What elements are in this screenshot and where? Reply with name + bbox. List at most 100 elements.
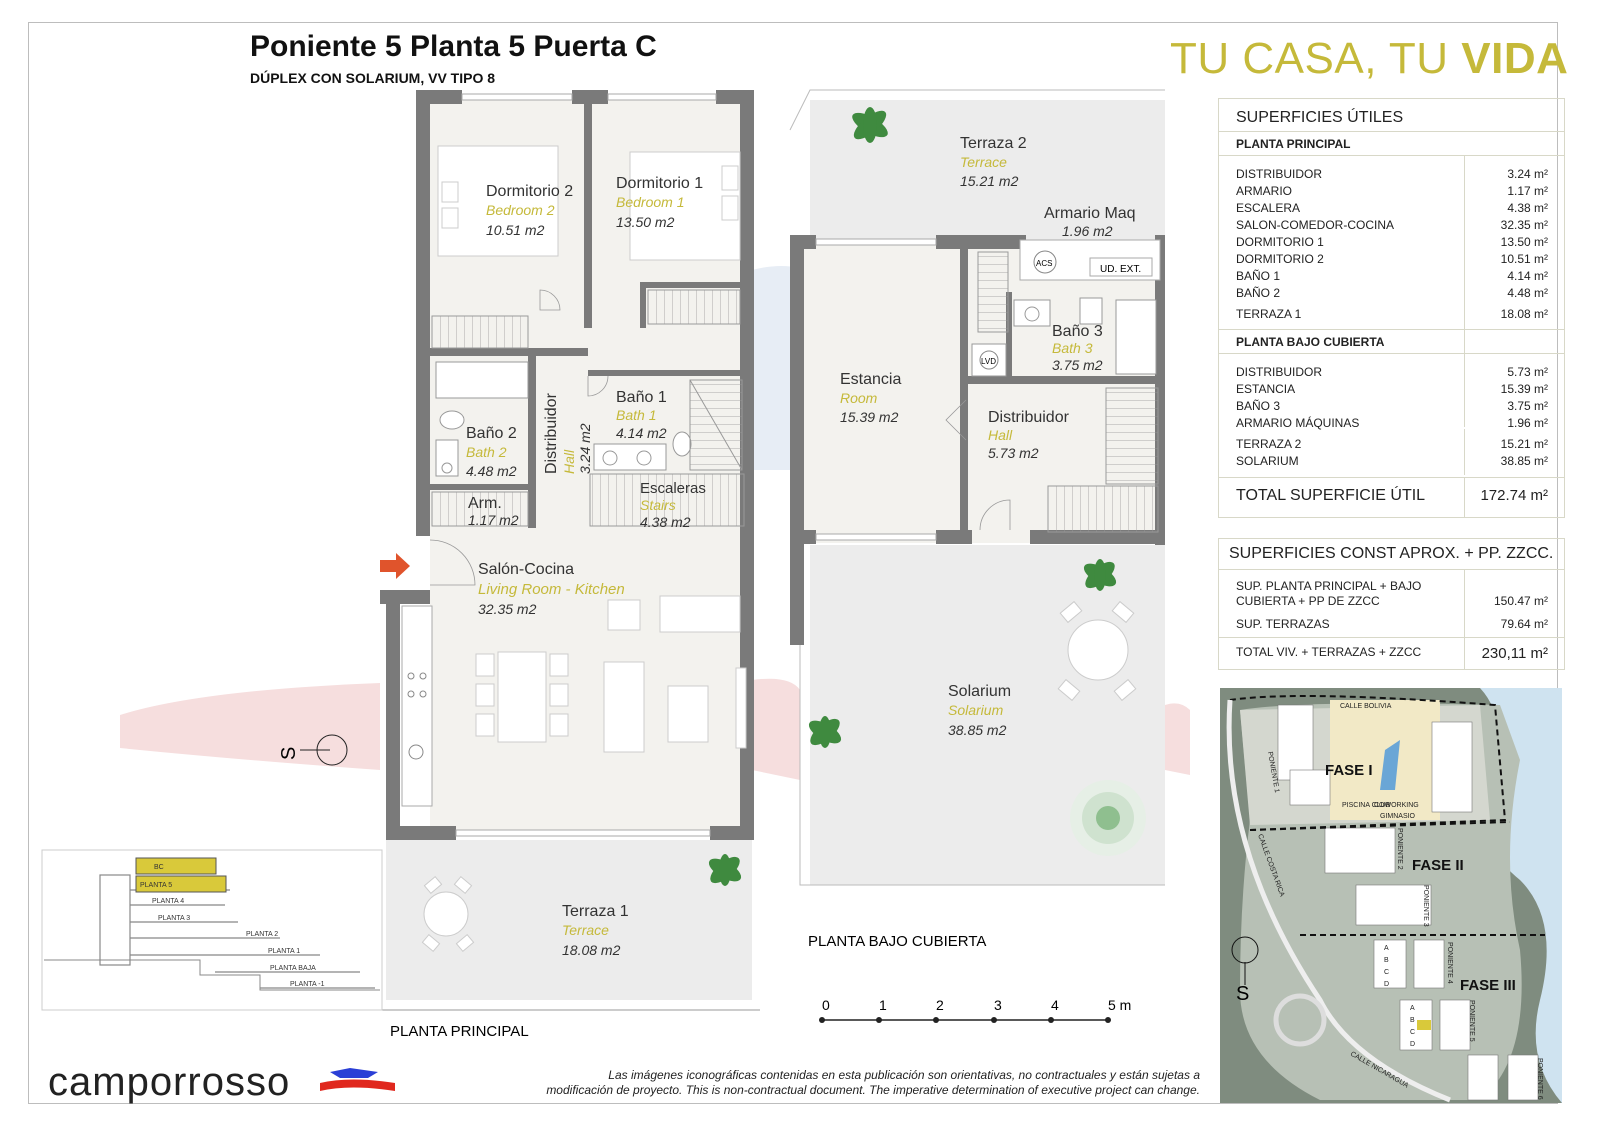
divider — [1219, 329, 1564, 330]
room-bano2-area: 4.48 m2 — [466, 463, 517, 479]
room-bano1-area: 4.14 m2 — [616, 425, 667, 441]
row-label: SUP. TERRAZAS — [1236, 617, 1330, 631]
room-armario-maq-name: Armario Maq — [1044, 205, 1136, 222]
plant-icon — [852, 107, 888, 143]
row-value: 18.08 m² — [1500, 307, 1548, 321]
principal-header: PLANTA PRINCIPAL — [1236, 137, 1351, 151]
room-solarium-name: Solarium — [948, 683, 1011, 700]
site-building-label: PONIENTE 2 — [1396, 828, 1403, 870]
column-divider — [1464, 569, 1465, 669]
total-value: 230,11 m² — [1481, 645, 1548, 662]
site-unit: C — [1410, 1029, 1415, 1036]
room-dorm1-area: 13.50 m2 — [616, 214, 675, 230]
site-unit: D — [1410, 1041, 1415, 1048]
row-label: ESTANCIA — [1236, 382, 1296, 396]
row-label: DISTRIBUIDOR — [1236, 365, 1323, 379]
site-fase-1: FASE I — [1325, 762, 1373, 779]
row-label: ARMARIO — [1236, 184, 1293, 198]
section-floor-label: PLANTA 2 — [246, 931, 278, 938]
site-street-bolivia: CALLE BOLIVIA — [1340, 703, 1392, 710]
total-label: TOTAL VIV. + TERRAZAS + ZZCC — [1236, 645, 1422, 659]
row-value: 3.24 m² — [1507, 167, 1548, 181]
row-value: 4.48 m² — [1507, 286, 1548, 300]
upper-plan-label: PLANTA BAJO CUBIERTA — [808, 933, 986, 950]
divider — [1219, 637, 1564, 638]
kitchen-counter — [401, 605, 433, 807]
scale-bar: 0 1 2 3 4 5 m — [819, 997, 1131, 1023]
room-bano3-en: Bath 3 — [1052, 340, 1093, 356]
background-wash-mid — [752, 678, 800, 780]
page-subtitle: DÚPLEX CON SOLARIUM, VV TIPO 8 — [250, 70, 496, 86]
upper-walls — [790, 235, 1165, 645]
entrance-arrow — [380, 553, 410, 579]
room-dist-main-area: 3.24 m2 — [577, 423, 593, 474]
door-swings — [429, 289, 609, 586]
site-unit: B — [1384, 957, 1389, 964]
scale-tick-1: 1 — [879, 997, 887, 1013]
slogan-part-2: TU — [1388, 34, 1449, 83]
site-unit: A — [1384, 945, 1389, 952]
main-windows — [455, 93, 717, 837]
section-floor-label: PLANTA 4 — [152, 898, 184, 905]
stairs-diagonal — [689, 379, 743, 471]
main-walls — [380, 90, 754, 840]
row-value: 1.96 m² — [1507, 416, 1548, 430]
lvd-label: LVD — [981, 357, 996, 366]
site-unit: C — [1384, 969, 1389, 976]
room-labels-main: Dormitorio 2 Bedroom 2 10.51 m2 Dormitor… — [466, 175, 706, 958]
room-dorm1-name: Dormitorio 1 — [616, 175, 703, 192]
ud-ext-label: UD. EXT. — [1100, 264, 1141, 275]
scale-tick-2: 2 — [936, 997, 944, 1013]
row-label: SALON-COMEDOR-COCINA — [1236, 218, 1395, 232]
stairs-upper — [1047, 485, 1159, 533]
room-arm-name: Arm. — [468, 495, 502, 512]
room-labels-upper: Terraza 2 Terrace 15.21 m2 Armario Maq 1… — [840, 135, 1136, 738]
page-frame — [28, 22, 1558, 1104]
column-divider — [1464, 155, 1465, 427]
upper-door-swings — [945, 399, 1011, 531]
room-dorm1-en: Bedroom 1 — [616, 194, 684, 210]
divider — [1219, 477, 1564, 478]
room-stairs-area: 4.38 m2 — [640, 514, 691, 530]
room-dorm2-name: Dormitorio 2 — [486, 183, 573, 200]
beds — [437, 145, 741, 261]
background-wash-left — [120, 683, 380, 770]
background-wash-right — [1165, 703, 1190, 775]
bath-fixtures — [435, 361, 692, 477]
site-unit: A — [1410, 1005, 1415, 1012]
slogan: TU CASA, TU VIDA — [1170, 34, 1568, 84]
acs-label: ACS — [1036, 259, 1052, 268]
row-value: 32.35 m² — [1500, 218, 1548, 232]
column-divider — [1464, 429, 1465, 475]
room-stairs-en: Stairs — [640, 497, 676, 513]
scale-tick-0: 0 — [822, 997, 830, 1013]
room-dist-upper-area: 5.73 m2 — [988, 445, 1039, 461]
site-building-label: PONIENTE 4 — [1446, 942, 1453, 984]
room-bano3-area: 3.75 m2 — [1052, 357, 1103, 373]
site-unit: B — [1410, 1017, 1415, 1024]
room-terraza2-name: Terraza 2 — [960, 135, 1027, 152]
terrace-1-table — [421, 875, 475, 953]
section-floor-label: PLANTA BAJA — [270, 965, 316, 972]
room-terraza2-area: 15.21 m2 — [960, 173, 1019, 189]
site-gym-label: GIMNASIO — [1380, 813, 1416, 820]
room-estancia-name: Estancia — [840, 371, 901, 388]
room-dist-upper-en: Hall — [988, 427, 1013, 443]
row-value: 4.38 m² — [1507, 201, 1548, 215]
total-value: 172.74 m² — [1480, 487, 1548, 504]
column-divider — [1464, 477, 1465, 517]
main-floor-plan: S — [278, 90, 754, 1000]
row-label: DISTRIBUIDOR — [1236, 167, 1323, 181]
superficies-table: SUPERFICIES ÚTILES PLANTA PRINCIPAL DIST… — [1218, 98, 1565, 518]
scale-tick-3: 3 — [994, 997, 1002, 1013]
acs-tank-icon — [1033, 250, 1057, 274]
scale-tick-5: 5 m — [1108, 997, 1131, 1013]
room-terraza1-en: Terrace — [562, 922, 609, 938]
page-title: Poniente 5 Planta 5 Puerta C — [250, 30, 657, 63]
divider — [1219, 155, 1564, 156]
wardrobe-bedroom-2 — [431, 315, 529, 349]
roof-outline-bottom — [799, 545, 1165, 886]
room-salon-en: Living Room - Kitchen — [478, 581, 625, 598]
section-floor-label: PLANTA 5 — [140, 882, 172, 889]
